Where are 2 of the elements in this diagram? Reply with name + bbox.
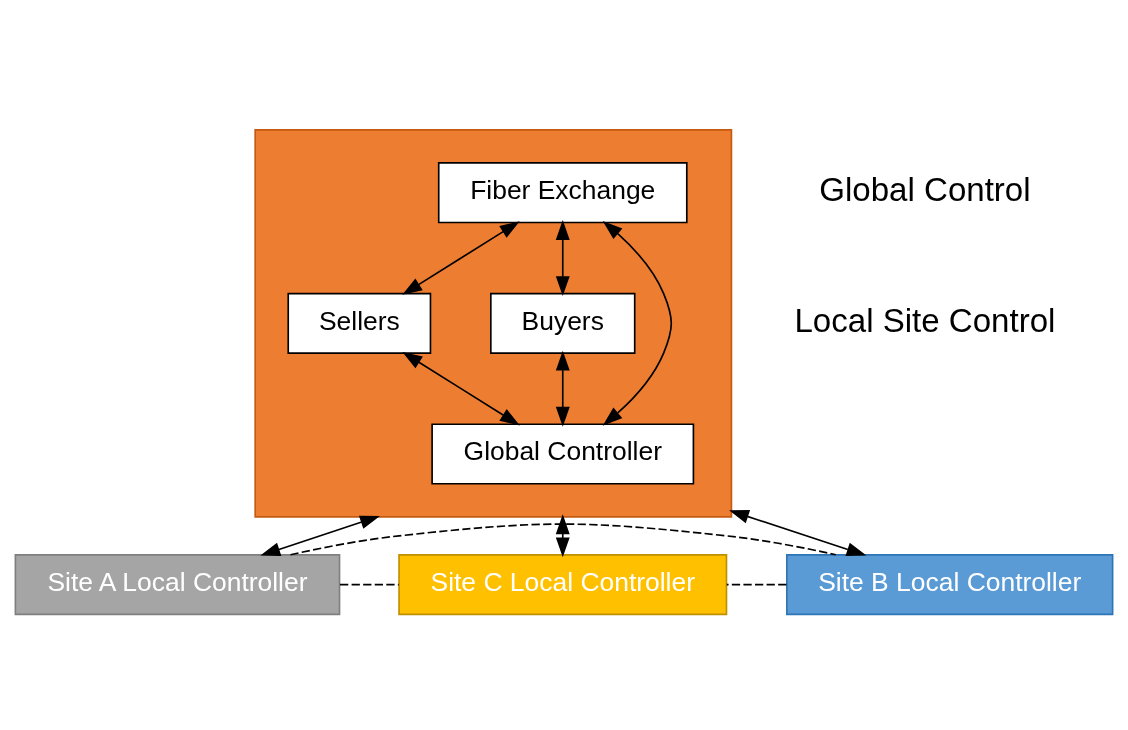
label: Global Control bbox=[819, 170, 1031, 208]
label: Local Site Control bbox=[794, 301, 1056, 339]
